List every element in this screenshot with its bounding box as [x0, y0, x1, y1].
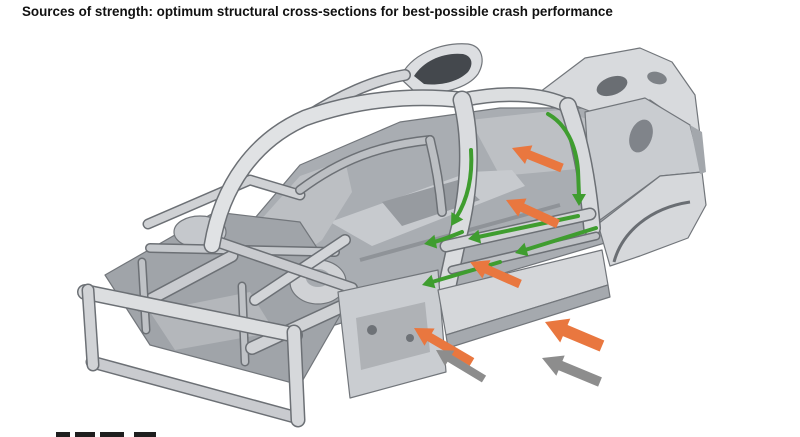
bumper-post-right	[288, 326, 304, 426]
logo-fragment-mark	[75, 432, 95, 437]
rear-fender-panel	[597, 171, 707, 267]
load-path-rear-sill	[523, 226, 598, 252]
load-path-arrow-head	[515, 242, 529, 257]
windshield-frame	[205, 90, 469, 252]
logo-fragment-mark	[134, 432, 156, 437]
logo-fragment	[56, 432, 156, 437]
force-arrow-hinge-pillar	[414, 328, 475, 366]
load-path-beltline	[476, 214, 580, 239]
force-arrow-beltline	[506, 198, 560, 229]
bumper-beam-top	[78, 285, 302, 342]
page-title: Sources of strength: optimum structural …	[22, 4, 613, 19]
rear-frame-opening	[596, 75, 628, 97]
force-arrow-upper	[512, 145, 564, 173]
bumper-post-left	[83, 285, 98, 370]
load-path-arrows	[422, 112, 598, 289]
rear-frame-opening	[647, 71, 667, 85]
front-rail-far	[135, 251, 237, 310]
a-pillar-near	[438, 92, 477, 300]
load-path-a-pillar	[454, 148, 474, 220]
rear-wheel-arch	[612, 200, 691, 263]
roof-rail-near	[456, 88, 574, 112]
rear-quarter-opening	[629, 119, 653, 153]
seat-pan	[382, 180, 480, 226]
body-in-white	[77, 43, 707, 428]
load-path-a-pillar-base	[432, 230, 464, 244]
rear-window-opening	[414, 53, 472, 85]
cowl-crossmember	[213, 237, 357, 293]
force-arrow-door	[470, 260, 522, 289]
impact-arrow-side	[542, 355, 602, 387]
load-path-arrow-head	[572, 194, 586, 206]
far-b-pillar	[426, 136, 446, 216]
load-path-arrow-head	[424, 234, 438, 249]
load-path-b-pillar	[546, 112, 581, 198]
hinge-pillar-recess	[356, 302, 430, 370]
logo-fragment-mark	[100, 432, 124, 437]
rear-tail-frame	[690, 125, 706, 174]
front-upper-rail-far	[144, 176, 304, 228]
bumper-beam-bottom	[87, 357, 303, 423]
impact-arrow-front	[436, 350, 487, 383]
hinge-pillar-hole	[406, 334, 414, 342]
impact-arrows	[436, 350, 602, 387]
force-arrows	[414, 145, 605, 366]
load-path-arrow-head	[422, 274, 436, 289]
load-path-arrow-head	[451, 212, 464, 226]
logo-fragment-mark	[56, 432, 70, 437]
force-arrow-sill	[545, 318, 605, 352]
far-door-rail	[296, 136, 434, 194]
hinge-pillar-hole	[367, 325, 377, 335]
load-path-arrow-head	[468, 229, 482, 244]
